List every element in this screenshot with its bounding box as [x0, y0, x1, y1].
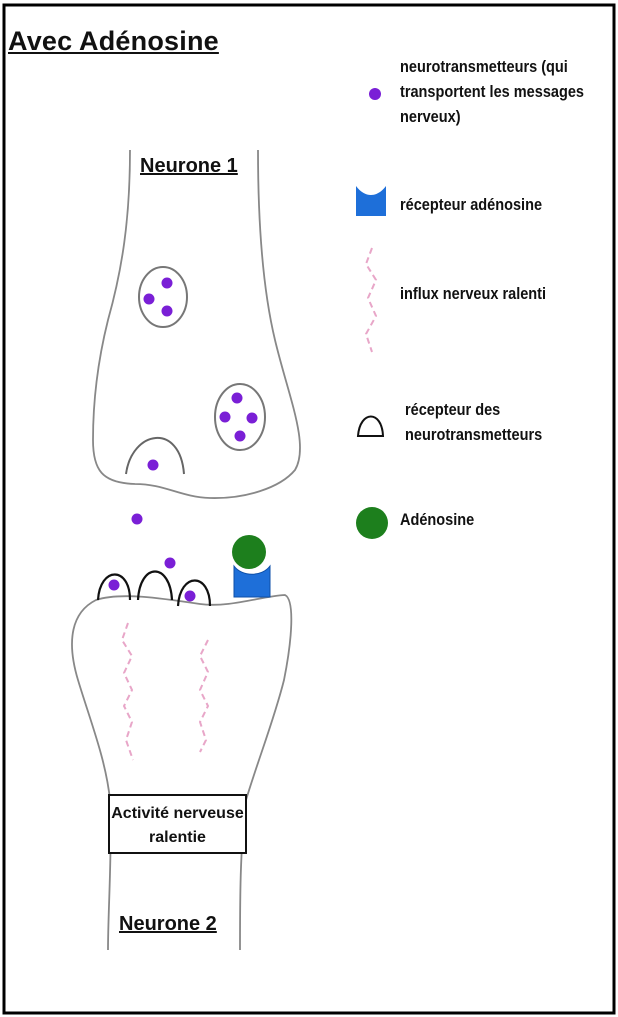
- neurotransmitter-dot: [144, 294, 155, 305]
- adenosine-receptor: [234, 566, 270, 597]
- activity-text: Activité nerveuse ralentie: [110, 802, 245, 850]
- activity-box: Activité nerveuse ralentie: [108, 794, 247, 854]
- neuron-2-label: Neurone 2: [119, 913, 217, 936]
- neuron-2-body: [72, 595, 291, 950]
- impulse-zigzag-2: [200, 640, 208, 752]
- legend-adenosine-receptor-label: récepteur adénosine: [400, 193, 542, 218]
- neurotransmitter-dot: [247, 413, 258, 424]
- diagram-title: Avec Adénosine: [8, 26, 219, 57]
- neuron-1-label: Neurone 1: [140, 155, 238, 178]
- legend-zigzag-icon: [366, 248, 376, 352]
- legend-adenosine-receptor-icon: [356, 186, 386, 216]
- neurotransmitter-dot: [185, 591, 196, 602]
- neurotransmitter-dot: [162, 306, 173, 317]
- legend-adenosine-label: Adénosine: [400, 508, 474, 533]
- neurotransmitter-dot: [148, 460, 159, 471]
- impulse-zigzag-1: [122, 623, 133, 760]
- outer-border: [4, 5, 614, 1013]
- neuron-1-body: [93, 150, 300, 498]
- legend-impulse-label: influx nerveux ralenti: [400, 282, 546, 307]
- legend-neurotransmitter-icon: [369, 88, 381, 100]
- neurotransmitter-dot: [232, 393, 243, 404]
- legend-neurotransmitter-label: neurotransmetteurs (qui transportent les…: [400, 55, 618, 130]
- neurotransmitter-dot: [132, 514, 143, 525]
- legend-adenosine-icon: [356, 507, 388, 539]
- neurotransmitter-dot: [109, 580, 120, 591]
- legend-arch-receptor-icon: [358, 417, 383, 437]
- adenosine-molecule: [232, 535, 266, 569]
- legend-nt-receptor-label: récepteur des neurotransmetteurs: [405, 398, 542, 448]
- neurotransmitter-dot: [162, 278, 173, 289]
- neurotransmitter-dot: [235, 431, 246, 442]
- neurotransmitter-dot: [220, 412, 231, 423]
- nt-receptor-2: [138, 572, 172, 601]
- neurotransmitter-dot: [165, 558, 176, 569]
